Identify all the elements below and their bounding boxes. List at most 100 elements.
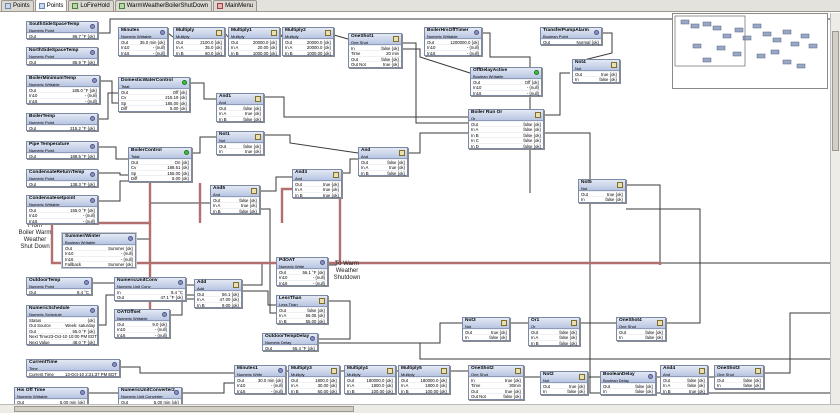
- link-wire[interactable]: [419, 343, 830, 360]
- link-wire[interactable]: [98, 172, 128, 176]
- link-wire[interactable]: [260, 176, 292, 192]
- slot-row[interactable]: In16- {null}: [63, 255, 135, 262]
- slot-row[interactable]: In16- {null}: [119, 49, 167, 56]
- link-wire[interactable]: [98, 18, 830, 34]
- link-wire[interactable]: [98, 180, 128, 202]
- link-wire[interactable]: [167, 32, 174, 38]
- link-wire[interactable]: [333, 34, 349, 40]
- link-wire[interactable]: [318, 300, 351, 340]
- link-wire[interactable]: [224, 32, 229, 38]
- slot-row[interactable]: In10- {null}: [115, 326, 169, 332]
- vertical-scrollbar[interactable]: [830, 13, 840, 404]
- link-wire[interactable]: [120, 366, 234, 374]
- slot-row[interactable]: In10- {null}: [425, 44, 481, 50]
- slot-row[interactable]: In10- {null}: [27, 212, 97, 218]
- slot-row[interactable]: In16- {null}: [27, 97, 99, 104]
- link-wire[interactable]: [170, 298, 194, 316]
- link-wire[interactable]: [264, 96, 468, 118]
- link-wire[interactable]: [764, 312, 830, 374]
- slot-row[interactable]: In16- {null}: [115, 331, 169, 338]
- link-wire[interactable]: [280, 187, 292, 223]
- link-wire[interactable]: [98, 146, 128, 160]
- slot-row[interactable]: In16- {null}: [277, 279, 327, 286]
- slot-row[interactable]: In10- {null}: [63, 250, 135, 256]
- link-wire[interactable]: [190, 82, 216, 100]
- slot-row[interactable]: In16- {null}: [235, 387, 285, 394]
- slot-row[interactable]: In16- {null}: [471, 89, 541, 96]
- tab-points-1[interactable]: Points: [34, 0, 68, 11]
- link-wire[interactable]: [408, 132, 468, 154]
